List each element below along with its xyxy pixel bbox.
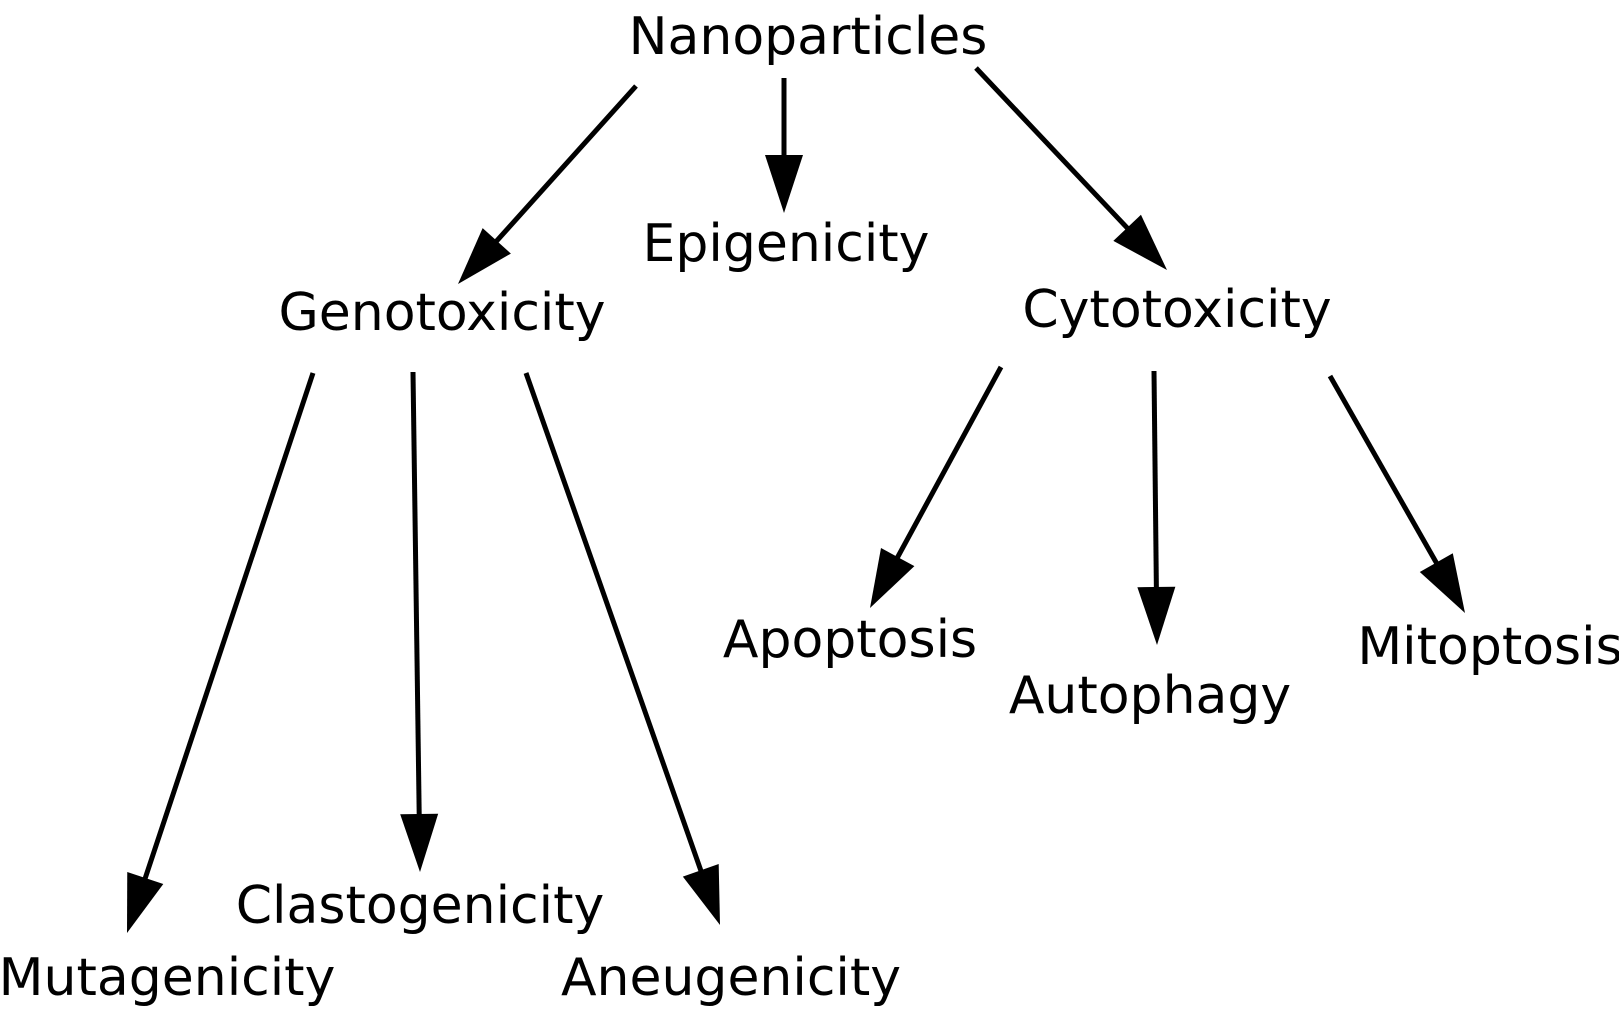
arrow-head	[1419, 553, 1465, 613]
arrow-head	[1113, 214, 1167, 270]
arrow-head	[400, 813, 439, 872]
arrow-nanoparticles-to-genotoxicity	[458, 84, 638, 284]
arrow-shaft	[523, 372, 704, 873]
arrow-genotoxicity-to-mutagenicity	[127, 372, 316, 933]
arrow-head	[765, 155, 803, 213]
arrow-head	[458, 228, 511, 284]
arrow-shaft	[1151, 370, 1159, 590]
arrow-head	[870, 547, 915, 608]
arrow-cytotoxicity-to-mitoptosis	[1327, 374, 1465, 613]
node-autophagy: Autophagy	[1008, 666, 1292, 726]
node-mutagenicity: Mutagenicity	[0, 948, 336, 1008]
arrow-genotoxicity-to-aneugenicity	[523, 372, 720, 925]
arrow-shaft	[974, 66, 1131, 232]
arrow-head	[1137, 586, 1176, 645]
node-epigenicity: Epigenicity	[642, 214, 930, 274]
node-nanoparticles: Nanoparticles	[628, 7, 988, 67]
arrow-shaft	[1327, 374, 1440, 566]
arrow-shaft	[410, 371, 422, 817]
arrow-head	[127, 871, 164, 933]
node-clastogenicity: Clastogenicity	[235, 876, 605, 936]
arrow-nanoparticles-to-epigenicity	[765, 78, 803, 213]
arrow-cytotoxicity-to-apoptosis	[870, 365, 1004, 608]
arrow-shaft	[894, 365, 1004, 560]
node-aneugenicity: Aneugenicity	[560, 948, 902, 1008]
arrow-head	[682, 863, 720, 925]
arrow-cytotoxicity-to-autophagy	[1137, 370, 1176, 645]
node-mitoptosis: Mitoptosis	[1357, 617, 1619, 677]
arrow-genotoxicity-to-clastogenicity	[400, 371, 439, 872]
arrow-shaft	[493, 84, 638, 245]
arrow-nanoparticles-to-cytotoxicity	[974, 66, 1167, 270]
node-cytotoxicity: Cytotoxicity	[1022, 280, 1332, 340]
arrow-shaft	[142, 372, 316, 881]
node-genotoxicity: Genotoxicity	[278, 283, 606, 343]
node-apoptosis: Apoptosis	[722, 610, 978, 670]
